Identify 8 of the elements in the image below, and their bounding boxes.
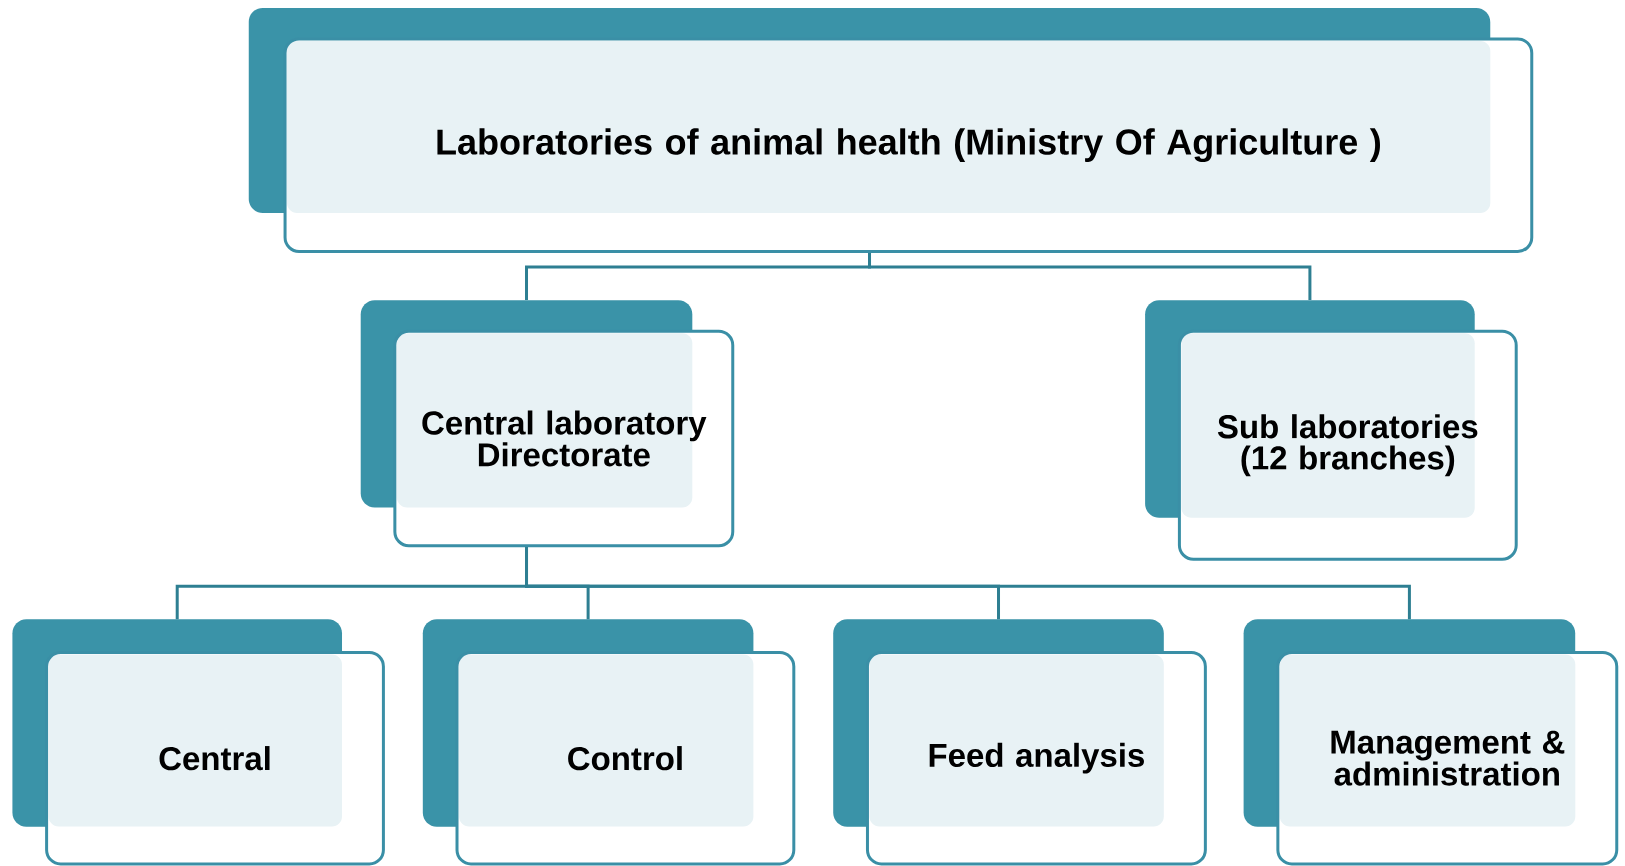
org-box: Sub laboratories (12 branches) xyxy=(1145,300,1518,561)
org-box: Feed analysis xyxy=(833,619,1207,866)
org-box: Control xyxy=(422,619,796,866)
org-box: Central laboratory Directorate xyxy=(360,300,735,548)
connector-line xyxy=(525,547,1411,620)
org-box: Management & administration xyxy=(1243,619,1619,866)
org-box: Central xyxy=(12,619,385,866)
org-box: Laboratories of animal health (Ministry Of Agriculture ) xyxy=(248,7,1534,253)
